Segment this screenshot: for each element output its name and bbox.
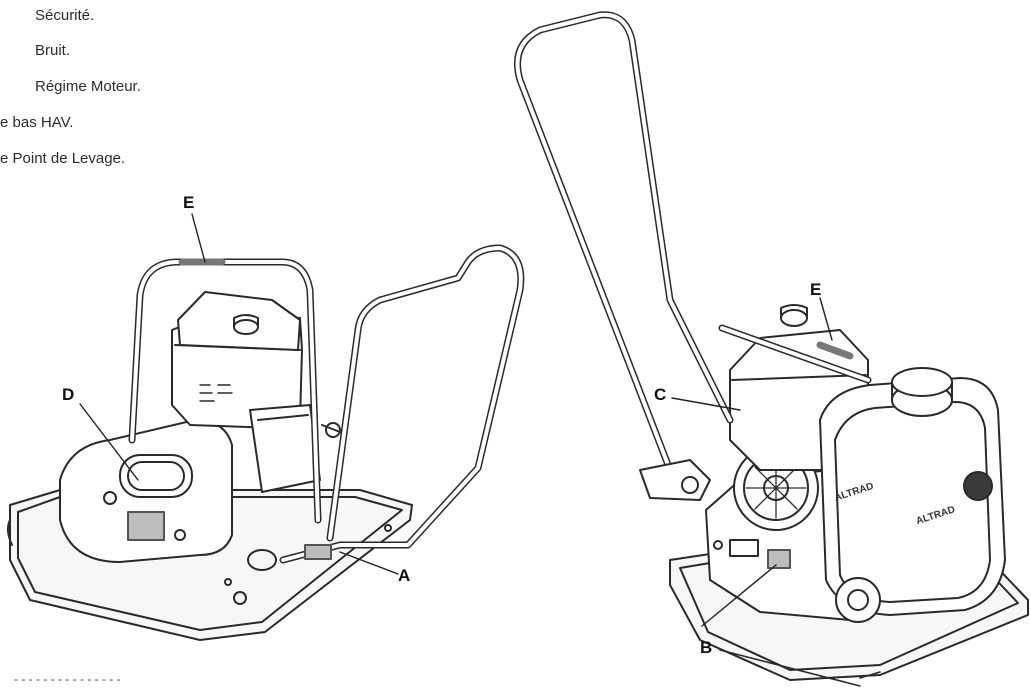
legend-line-5: e Point de Levage. (0, 150, 126, 167)
footer-text: - - - - - - - - - - - - - - - (14, 672, 121, 686)
callout-e-left: E (183, 193, 195, 212)
callout-d: D (62, 385, 75, 404)
legend-line-3: Régime Moteur. (35, 78, 141, 95)
callout-c: C (654, 385, 667, 404)
left-compactor (6, 244, 525, 641)
legend-line-4: e bas HAV. (0, 114, 74, 131)
callout-e-right: E (810, 280, 822, 299)
callout-a: A (398, 566, 411, 585)
legend-line-2: Bruit. (35, 42, 71, 59)
callout-b: B (700, 638, 713, 657)
legend-line-1: Sécurité. (35, 7, 95, 24)
right-compactor (514, 11, 1029, 687)
